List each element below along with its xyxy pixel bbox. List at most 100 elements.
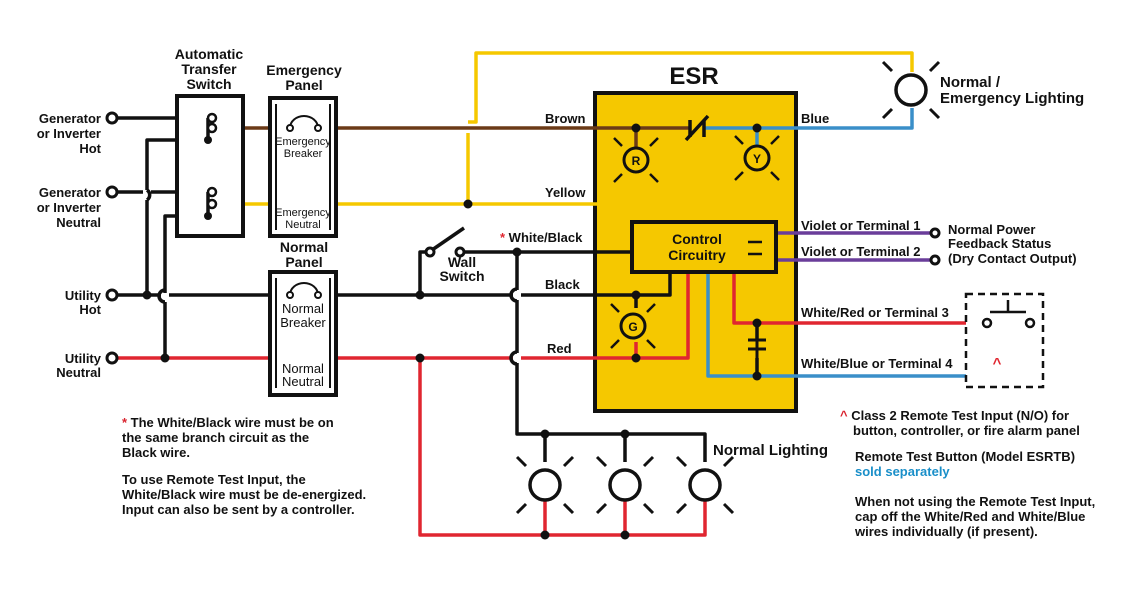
remote-caret-icon: ^: [993, 355, 1002, 372]
emergency-light-icon: [881, 60, 941, 120]
ats-label-2: Transfer: [181, 61, 237, 77]
white-black-note: * The White/Black wire must be on the sa…: [122, 415, 334, 460]
lighting-feed: [515, 252, 707, 462]
utility-hot-label-1: Utility: [65, 288, 102, 303]
class2-line-1: Class 2 Remote Test Input (N/O) for: [851, 408, 1070, 423]
normal-emergency-lighting-label-1: Normal /: [940, 74, 1001, 91]
emergency-breaker-label-1: Emergency: [275, 136, 331, 148]
feedback-terminal-2: [929, 254, 941, 266]
gen-hot-label-1: Generator: [39, 111, 101, 126]
control-circuitry-box: [630, 220, 778, 274]
sold-separately-text: sold separately: [855, 464, 950, 479]
emergency-breaker-label-2: Breaker: [284, 148, 323, 160]
remote-note-line-1: To use Remote Test Input, the: [122, 472, 306, 487]
normal-panel-box: [268, 270, 338, 397]
wall-switch-lever: [431, 226, 465, 252]
normal-neutral-label-2: Neutral: [282, 374, 324, 389]
normal-panel-label-2: Panel: [285, 254, 322, 270]
white-black-text: White/Black: [509, 230, 583, 245]
black-wire: [420, 272, 672, 297]
feedback-terminal-1: [929, 227, 941, 239]
blue-label: Blue: [801, 111, 829, 126]
class2-line-2: button, controller, or fire alarm panel: [853, 423, 1080, 438]
button-model-note: Remote Test Button (Model ESRTB) sold se…: [855, 449, 1075, 479]
red-label: Red: [547, 341, 572, 356]
feedback-label-2: Feedback Status: [948, 236, 1051, 251]
lamp-r-icon: [613, 137, 659, 183]
control-label-2: Circuitry: [668, 247, 726, 263]
utility-neutral-label-2: Neutral: [56, 365, 101, 380]
brown-label: Brown: [545, 111, 586, 126]
yellow-wire-loop: [468, 51, 914, 124]
gen-neutral-label-1: Generator: [39, 185, 101, 200]
cap-note-line-3: wires individually (if present).: [855, 524, 1038, 539]
normal-emergency-lighting-label-2: Emergency Lighting: [940, 90, 1084, 107]
remote-test-box: [964, 292, 1045, 389]
violet2-label: Violet or Terminal 2: [801, 244, 920, 259]
esr-title: ESR: [669, 63, 718, 90]
utility-hot-label-2: Hot: [79, 302, 101, 317]
note-star: *: [122, 415, 131, 430]
wall-switch-label-1: Wall: [448, 254, 476, 270]
remote-input-note: To use Remote Test Input, the White/Blac…: [122, 472, 366, 517]
feedback-label-3: (Dry Contact Output): [948, 251, 1077, 266]
normal-panel-label-1: Normal: [280, 239, 328, 255]
utility-hot-terminal: [105, 288, 119, 302]
emergency-neutral-label-2: Neutral: [285, 219, 320, 231]
violet1-label: Violet or Terminal 1: [801, 218, 920, 233]
star-mark: *: [500, 230, 509, 245]
emergency-panel-label-2: Panel: [285, 77, 322, 93]
note-caret: ^: [840, 408, 852, 423]
button-model-line: Remote Test Button (Model ESRTB): [855, 449, 1076, 464]
class2-note: ^ Class 2 Remote Test Input (N/O) for bu…: [840, 408, 1080, 438]
wall-switch-label-2: Switch: [439, 268, 484, 284]
normal-light-3-icon: [675, 455, 735, 515]
white-black-label: * White/Black: [500, 230, 583, 245]
white-black-note-line-3: Black wire.: [122, 445, 190, 460]
feedback-label-1: Normal Power: [948, 222, 1035, 237]
cap-note-line-1: When not using the Remote Test Input,: [855, 494, 1096, 509]
gen-neutral-terminal: [105, 185, 119, 199]
normal-lighting-label: Normal Lighting: [713, 442, 828, 459]
cap-note-line-2: cap off the White/Red and White/Blue: [855, 509, 1086, 524]
lamp-g-label: G: [628, 320, 637, 334]
cap-note: When not using the Remote Test Input, ca…: [855, 494, 1095, 539]
utility-neutral-label-1: Utility: [65, 351, 102, 366]
white-black-note-line-1: The White/Black wire must be on: [130, 415, 334, 430]
wall-switch-feed: [418, 250, 430, 295]
emergency-panel-label-1: Emergency: [266, 62, 342, 78]
lamp-y-label: Y: [753, 152, 761, 166]
emergency-neutral-label-1: Emergency: [275, 207, 331, 219]
ats-label-1: Automatic: [175, 46, 244, 62]
yellow-label: Yellow: [545, 185, 586, 200]
white-blue-label: White/Blue or Terminal 4: [801, 356, 953, 371]
junctions: [142, 123, 762, 540]
blue-wire: [704, 108, 914, 130]
emergency-panel-box: [268, 96, 338, 238]
white-red-label: White/Red or Terminal 3: [801, 305, 949, 320]
lamp-r-label: R: [632, 154, 641, 168]
normal-breaker-label-1: Normal: [282, 301, 324, 316]
gen-hot-label-2: or Inverter: [37, 126, 101, 141]
remote-note-line-2: White/Black wire must be de-energized.: [122, 487, 367, 502]
white-black-note-line-2: the same branch circuit as the: [122, 430, 310, 445]
lamp-g-icon: [610, 303, 656, 349]
normal-neutral-label-1: Normal: [282, 361, 324, 376]
gen-neutral-label-2: or Inverter: [37, 200, 101, 215]
ats-label-3: Switch: [186, 76, 231, 92]
control-label-1: Control: [672, 231, 722, 247]
remote-note-line-3: Input can also be sent by a controller.: [122, 502, 355, 517]
utility-neutral-terminal: [105, 351, 119, 365]
yellow-wire-esr: [468, 166, 759, 206]
lamp-y-icon: [734, 135, 780, 181]
red-lighting-wire: [418, 358, 707, 537]
gen-hot-label-3: Hot: [79, 141, 101, 156]
normal-light-1-icon: [515, 455, 575, 515]
black-label: Black: [545, 277, 580, 292]
gen-neutral-label-3: Neutral: [56, 215, 101, 230]
normal-light-2-icon: [595, 455, 655, 515]
white-red-wire: [732, 272, 985, 325]
gen-hot-terminal: [105, 111, 119, 125]
normal-breaker-label-2: Breaker: [280, 315, 326, 330]
